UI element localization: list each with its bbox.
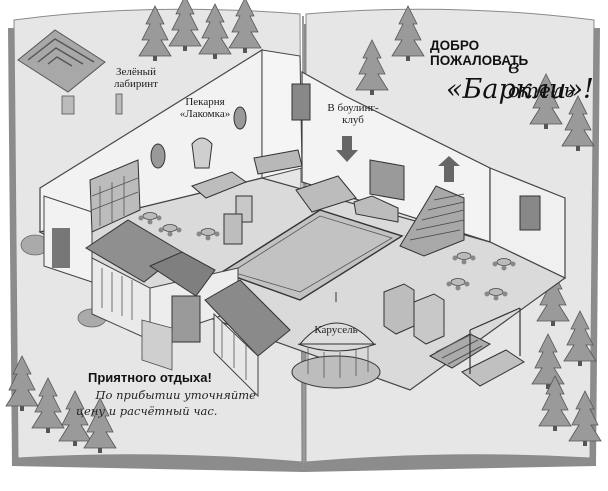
- maze-label-line2: лабиринт: [114, 78, 158, 91]
- enjoy-heading: Приятного отдыха!: [88, 370, 212, 385]
- carousel-label: Карусель: [314, 324, 358, 336]
- bakery-label-line2: «Лакомка»: [179, 108, 231, 121]
- bowling-label-line1: В боулинг-: [327, 102, 379, 114]
- maze-label-line1: Зелёный: [116, 66, 156, 78]
- hotel-name: «Баркли»!: [446, 74, 594, 105]
- bowling-label: В боулинг- клуб: [322, 102, 384, 126]
- bowling-label-line2: клуб: [342, 114, 364, 127]
- welcome-title: ДОБРО ПОЖАЛОВАТЬ: [430, 38, 529, 68]
- bakery-label: Пекарня «Лакомка»: [172, 96, 238, 120]
- welcome-subtitle: в отель: [508, 54, 575, 102]
- arrival-note-line1: По прибытии уточняйте: [95, 388, 256, 402]
- arrival-note: По прибытии уточняйте цену и расчётный ч…: [68, 388, 268, 419]
- bakery-label-line1: Пекарня: [185, 96, 225, 108]
- maze-label: Зелёный лабиринт: [104, 66, 168, 90]
- arrival-note-line2: цену и расчётный час.: [76, 403, 218, 418]
